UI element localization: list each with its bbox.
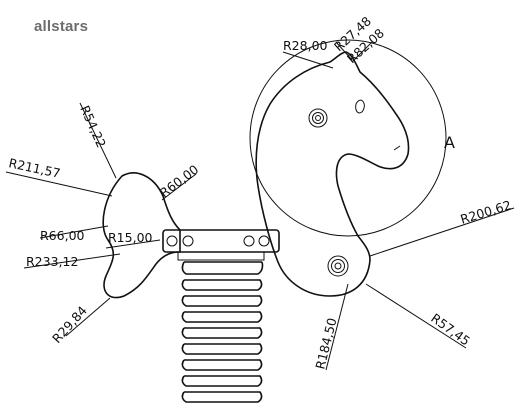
dim-r54-22: R54,22 xyxy=(77,103,109,150)
dim-r60-00: R60,00 xyxy=(157,162,202,201)
dim-r66-00: R66,00 xyxy=(40,228,85,243)
plate-flange xyxy=(177,251,265,261)
dim-r28-00: R28,00 xyxy=(283,38,328,53)
eye-ring-outer xyxy=(308,108,328,128)
nostril-shape xyxy=(355,99,365,114)
bolt-ring-outer xyxy=(327,255,349,277)
horse-head-outline xyxy=(255,51,410,297)
leader-lines xyxy=(5,41,515,371)
plate-hole-3 xyxy=(243,235,255,247)
marker-a: A xyxy=(444,133,455,152)
seat-outline xyxy=(102,172,181,299)
plate-hole-4 xyxy=(258,235,270,247)
dim-r184-50: R184,50 xyxy=(312,316,339,371)
allstars-logo: allstars xyxy=(34,18,89,35)
plate-hole-1 xyxy=(166,235,178,247)
dim-r29-84: R29,84 xyxy=(49,303,90,346)
plate-hole-2 xyxy=(182,235,194,247)
dim-r57-45: R57,45 xyxy=(428,310,473,348)
eye-ring-middle xyxy=(312,112,324,124)
mouth-mark xyxy=(393,145,401,151)
dim-r200-62: R200,62 xyxy=(458,197,513,227)
spring xyxy=(181,261,264,403)
dim-r15-00: R15,00 xyxy=(108,230,153,245)
eye-ring-inner xyxy=(315,115,321,121)
dimension-labels: R28,00 R27,48 R82,08 R54,22 R211,57 R60,… xyxy=(7,13,513,370)
dim-r211-57: R211,57 xyxy=(7,155,61,181)
reference-circle-a xyxy=(249,39,447,237)
bolt-ring-middle xyxy=(331,259,345,273)
dim-r233-12: R233,12 xyxy=(26,254,78,269)
bolt-ring-inner xyxy=(334,262,342,270)
